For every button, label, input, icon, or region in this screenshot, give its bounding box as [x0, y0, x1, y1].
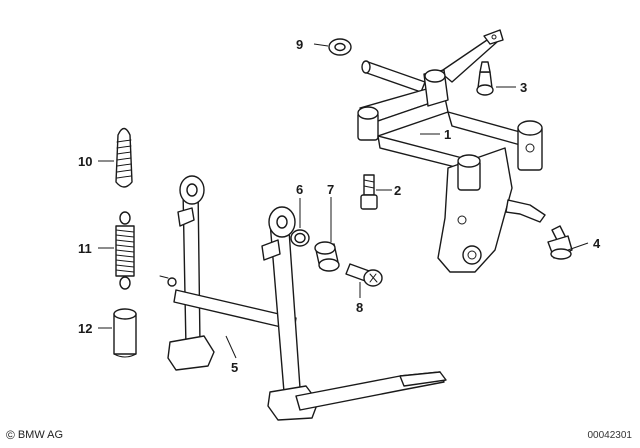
- part-1-frame-bracket: [357, 29, 546, 273]
- callout-7: 7: [327, 182, 334, 197]
- part-10-spring: [115, 127, 133, 188]
- brand-name: BMW AG: [17, 429, 64, 441]
- part-11-spring: [115, 211, 135, 290]
- callout-10: 10: [78, 154, 92, 169]
- callout-9: 9: [296, 37, 303, 52]
- part-5-centre-stand: [159, 175, 447, 421]
- part-12-sleeve: [113, 308, 137, 358]
- pin-shaft: [361, 60, 426, 93]
- callout-1: 1: [444, 127, 451, 142]
- part-2-bolt: [360, 174, 378, 210]
- copyright-footer: © BMW AG: [6, 428, 63, 442]
- part-6-circlip: [290, 229, 310, 247]
- part-8-screw: [345, 263, 383, 287]
- callout-3: 3: [520, 80, 527, 95]
- part-4-rubber-buffer: [547, 225, 573, 260]
- part-9-washer: [328, 38, 352, 56]
- callout-4: 4: [593, 236, 601, 251]
- callout-6: 6: [296, 182, 303, 197]
- callout-12: 12: [78, 321, 92, 336]
- diagram-number: 00042301: [587, 430, 633, 441]
- part-7-bush: [314, 241, 340, 272]
- callout-2: 2: [394, 183, 401, 198]
- leader-lines: [98, 43, 589, 359]
- callout-5: 5: [231, 360, 238, 375]
- part-3-rubber-buffer: [476, 61, 494, 96]
- copyright-symbol: ©: [6, 428, 15, 442]
- callout-8: 8: [356, 300, 363, 315]
- callout-11: 11: [78, 241, 92, 256]
